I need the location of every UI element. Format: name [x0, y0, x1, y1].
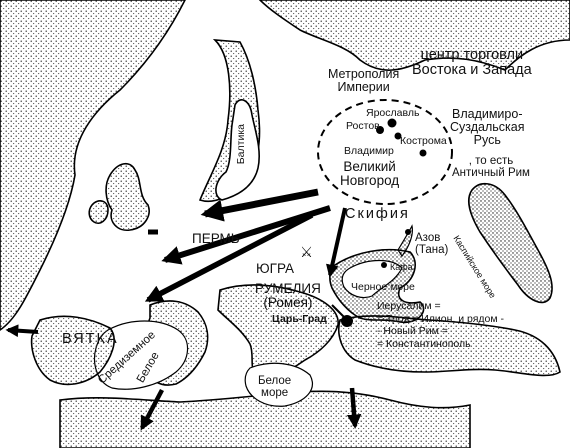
vladimir-dot: [419, 149, 427, 157]
metropolis-label: Метрополия Империи: [328, 67, 400, 95]
scythia-label: Скифия: [345, 206, 410, 222]
arrow-south-west-africa: [140, 388, 164, 431]
kafa-dot: [381, 262, 387, 268]
rostov-label: Ростов: [346, 120, 380, 132]
britain-land: [105, 162, 150, 232]
crossed-swords-icon: ⚔: [300, 245, 313, 261]
tsargrad-label: Царь-Град: [272, 313, 327, 325]
jerusalem-label: Иерусалим = = Троя = Илион, и рядом - - …: [377, 300, 505, 350]
ireland-land: [88, 200, 109, 225]
metropolis-oval: [317, 99, 453, 205]
perm-label: ПЕРМЬ: [192, 231, 240, 246]
black-sea-label: Черное море: [351, 281, 415, 293]
ancient-rome-label: , то есть Античный Рим: [452, 155, 530, 180]
vyatka-label: ВЯТКА: [62, 331, 119, 347]
north-sea-stipple: [258, 0, 570, 71]
arrow-southwest-2: [144, 212, 314, 303]
azov-label: Азов (Тана): [415, 232, 449, 257]
baltic-sea: [215, 99, 260, 201]
kostroma-dot: [394, 132, 402, 140]
rumelia-label: РУМЕЛИЯ (Ромея): [255, 281, 321, 311]
novgorod-label: Великий Новгород: [340, 159, 400, 189]
azov-dot: [405, 229, 411, 235]
kostroma-label: Кострома: [400, 135, 447, 147]
black-sea-water: [341, 259, 403, 299]
yaroslavl-label: Ярославль: [366, 107, 420, 119]
anatolia-land: [338, 315, 561, 377]
white-sea-label: Белое море: [258, 375, 292, 400]
trade-center-label: центр торговли Востока и Запада: [412, 47, 532, 79]
iberia-land: [30, 315, 115, 386]
sea-near-crete: [244, 362, 313, 407]
vladimir-suzdal-label: Владимиро- Суздальская Русь: [450, 107, 525, 148]
arrow-far-west: [5, 324, 39, 338]
rostov-dot: [376, 126, 384, 134]
arrow-southwest-1: [161, 205, 331, 265]
balkans-land: [217, 284, 339, 380]
caspian-sea: [468, 182, 553, 304]
arrow-west: [200, 188, 319, 222]
kafa-label: Кафа: [390, 262, 413, 272]
arrow-south: [325, 207, 347, 278]
arrow-tsargrad: [331, 304, 346, 319]
yugra-label: ЮГРА: [256, 261, 295, 276]
baltika-label: Балтика: [235, 124, 247, 165]
atlantic-stipple: [0, 0, 186, 331]
yaroslavl-dot: [387, 118, 397, 128]
arrow-south-east-africa: [346, 387, 362, 429]
vladimir-label: Владимир: [344, 145, 394, 157]
